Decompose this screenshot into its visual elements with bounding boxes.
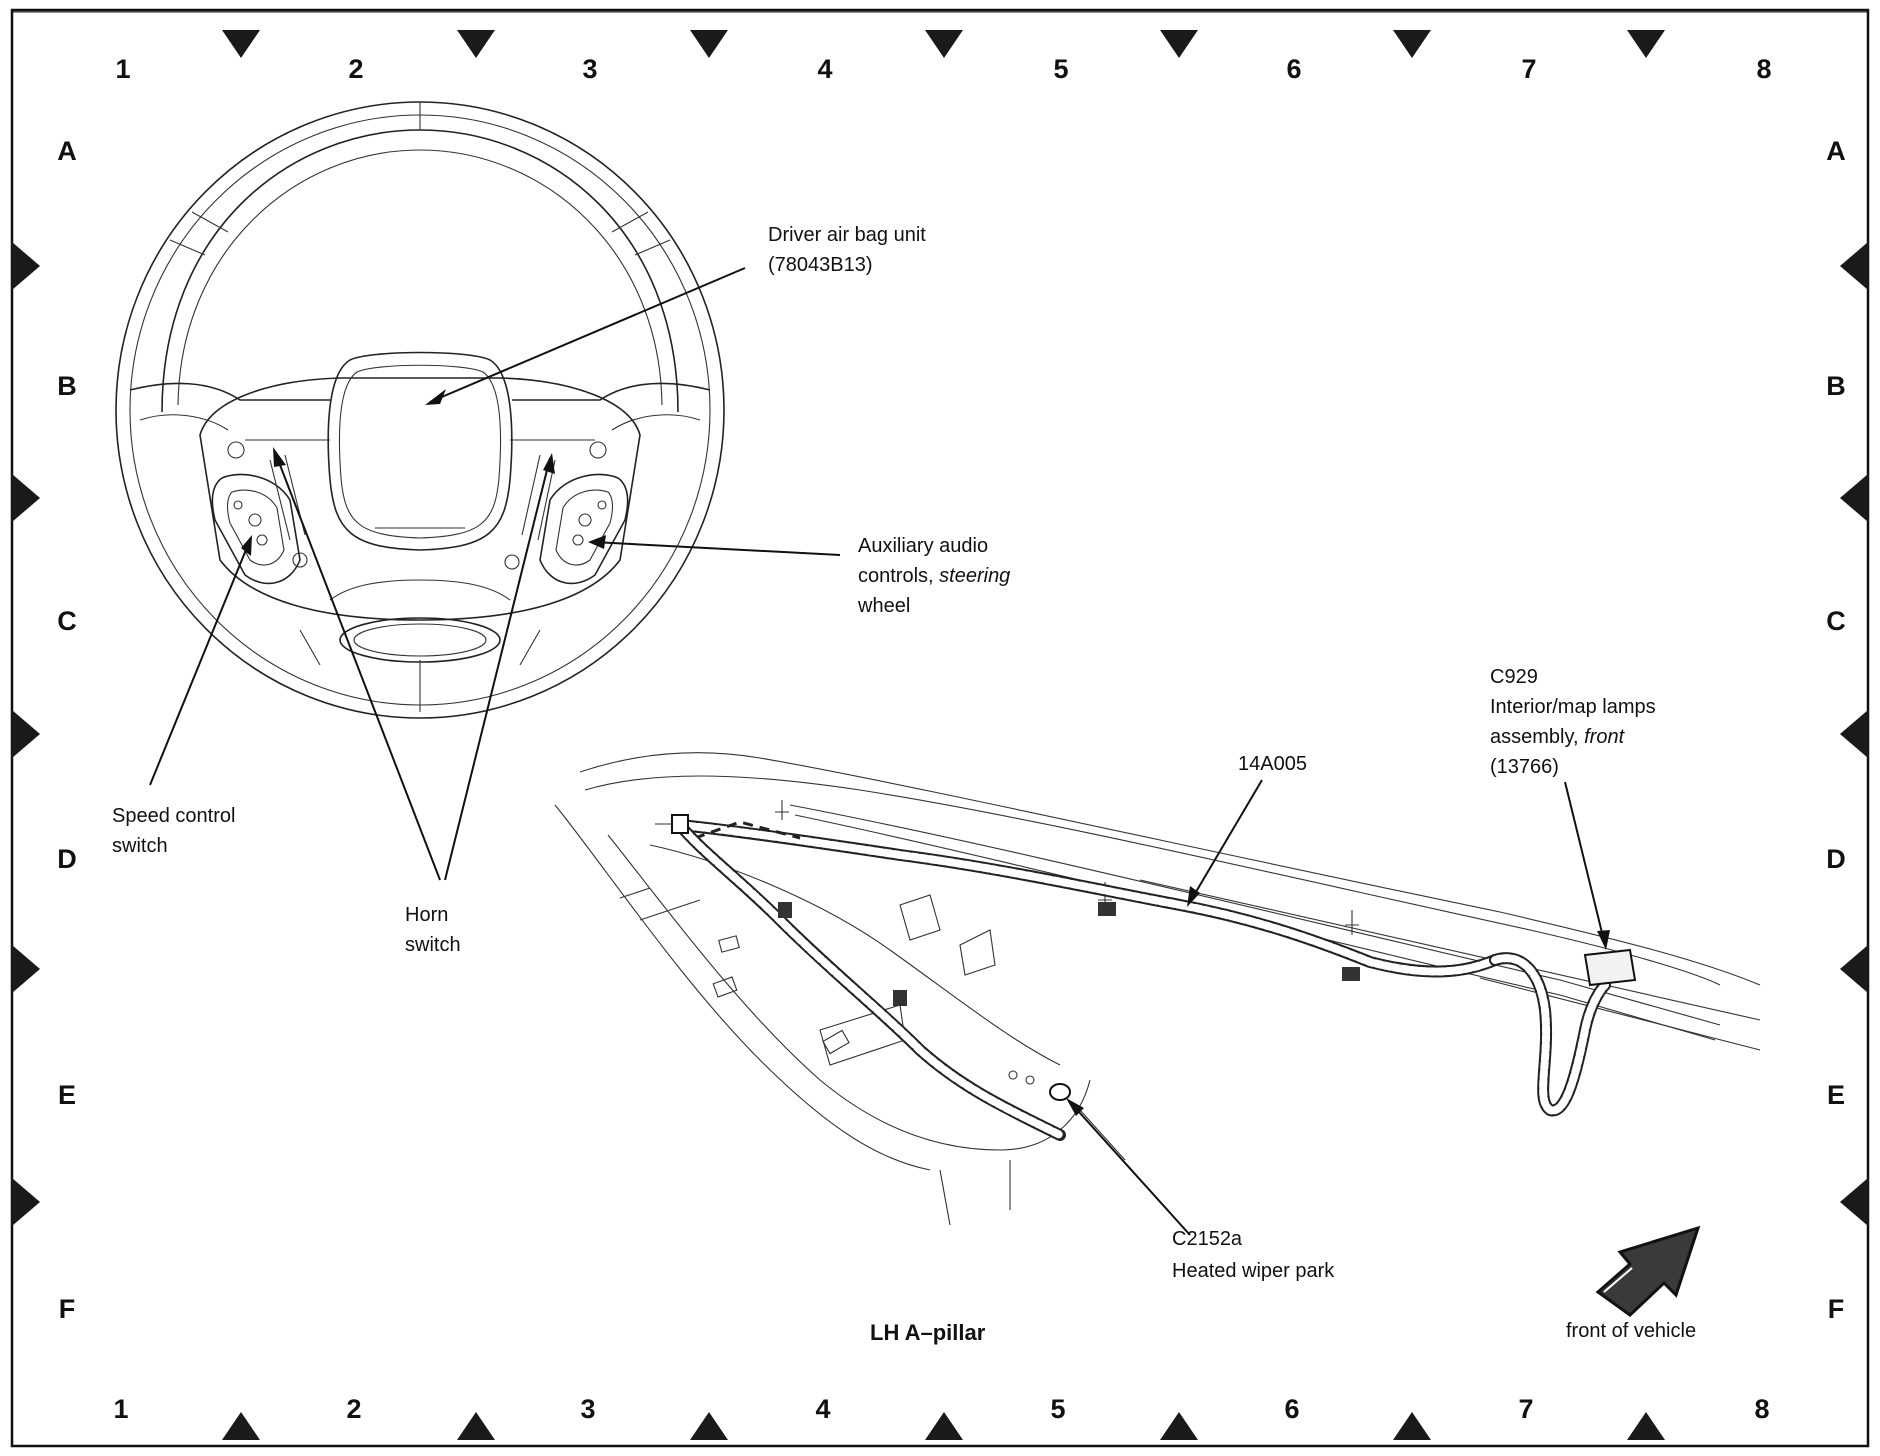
- col-bottom-3: 3: [580, 1394, 595, 1424]
- row-right-F: F: [1828, 1294, 1845, 1324]
- col-top-6: 6: [1286, 54, 1301, 84]
- front-of-vehicle-label: front of vehicle: [1566, 1320, 1696, 1342]
- col-top-7: 7: [1521, 54, 1536, 84]
- row-left-B: B: [57, 371, 77, 401]
- row-right-D: D: [1826, 844, 1846, 874]
- row-left-E: E: [58, 1080, 76, 1110]
- row-right-A: A: [1826, 136, 1846, 166]
- harness-label: 14A005: [1238, 753, 1307, 775]
- col-bottom-5: 5: [1050, 1394, 1065, 1424]
- col-top-8: 8: [1756, 54, 1771, 84]
- airbag-label-line2: (78043B13): [768, 254, 873, 276]
- c2152a-label-line1: C2152a: [1172, 1228, 1243, 1250]
- row-left-D: D: [57, 844, 77, 874]
- callout-harness-14a005: 14A005: [1238, 753, 1307, 775]
- top-column-labels: 1 2 3 4 5 6 7 8: [115, 54, 1771, 84]
- steering-wheel-illustration: [115, 101, 725, 719]
- speed-control-label-line2: switch: [112, 835, 168, 857]
- top-grid-markers: [222, 30, 1665, 58]
- col-bottom-2: 2: [346, 1394, 361, 1424]
- col-top-2: 2: [348, 54, 363, 84]
- c929-label-line2: Interior/map lamps: [1490, 696, 1656, 718]
- view-title: LH A–pillar: [870, 1320, 986, 1345]
- right-grid-markers: [1840, 242, 1868, 1226]
- col-bottom-4: 4: [815, 1394, 830, 1424]
- leader-lines: [149, 267, 1610, 1236]
- callout-horn-switch: Horn switch: [405, 904, 461, 956]
- callout-speed-control: Speed control switch: [112, 805, 235, 857]
- bottom-column-labels: 1 2 3 4 5 6 7 8: [113, 1394, 1769, 1424]
- airbag-label-line1: Driver air bag unit: [768, 224, 926, 246]
- aux-audio-label-line3: wheel: [857, 595, 910, 617]
- callout-c2152a: C2152a Heated wiper park: [1172, 1228, 1335, 1282]
- col-top-4: 4: [817, 54, 832, 84]
- row-left-A: A: [57, 136, 77, 166]
- callout-auxiliary-audio: Auxiliary audio controls, steering wheel: [857, 535, 1010, 617]
- c2152a-label-line2: Heated wiper park: [1172, 1260, 1335, 1282]
- row-right-E: E: [1827, 1080, 1845, 1110]
- row-right-C: C: [1826, 606, 1846, 636]
- col-bottom-6: 6: [1284, 1394, 1299, 1424]
- col-bottom-7: 7: [1518, 1394, 1533, 1424]
- col-bottom-8: 8: [1754, 1394, 1769, 1424]
- right-row-labels: A B C D E F: [1826, 136, 1846, 1324]
- a-pillar-illustration: [554, 752, 1761, 1226]
- aux-audio-label-line2: controls, steering: [858, 565, 1010, 587]
- callout-c929: C929 Interior/map lamps assembly, front …: [1490, 666, 1656, 778]
- col-top-3: 3: [582, 54, 597, 84]
- c929-label-line4: (13766): [1490, 756, 1559, 778]
- bottom-grid-markers: [222, 1412, 1665, 1440]
- col-top-5: 5: [1053, 54, 1068, 84]
- row-right-B: B: [1826, 371, 1846, 401]
- c929-label-line3: assembly, front: [1490, 726, 1626, 748]
- row-left-F: F: [59, 1294, 76, 1324]
- speed-control-label-line1: Speed control: [112, 805, 235, 827]
- aux-audio-label-line1: Auxiliary audio: [858, 535, 988, 557]
- callout-driver-air-bag: Driver air bag unit (78043B13): [768, 224, 926, 276]
- col-bottom-1: 1: [113, 1394, 128, 1424]
- front-of-vehicle-arrow-icon: [1595, 1225, 1701, 1317]
- row-left-C: C: [57, 606, 77, 636]
- col-top-1: 1: [115, 54, 130, 84]
- left-grid-markers: [12, 242, 40, 1226]
- left-row-labels: A B C D E F: [57, 136, 77, 1324]
- horn-label-line2: switch: [405, 934, 461, 956]
- c929-label-line1: C929: [1490, 666, 1538, 688]
- horn-label-line1: Horn: [405, 904, 448, 926]
